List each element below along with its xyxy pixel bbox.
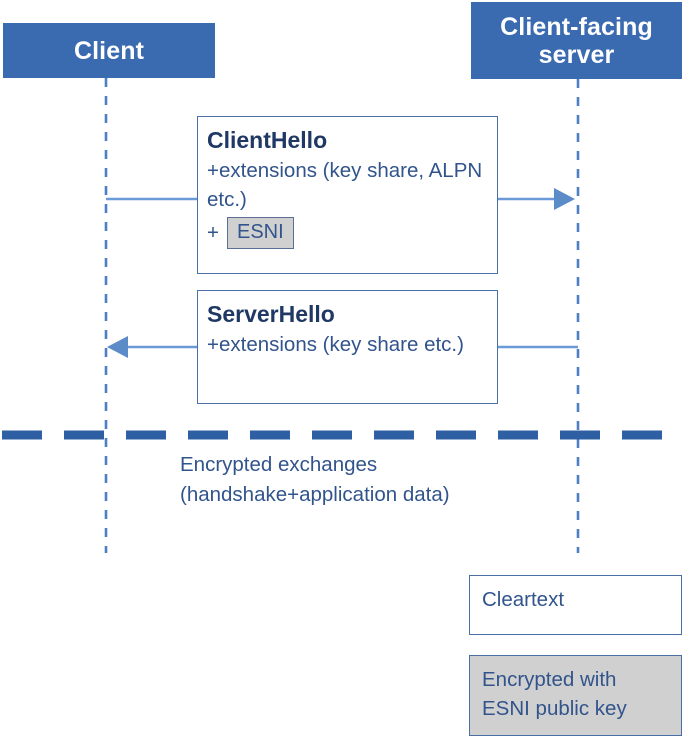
- actor-client[interactable]: Client: [3, 23, 215, 78]
- esni-badge[interactable]: ESNI: [226, 217, 294, 250]
- message-box-serverhello[interactable]: ServerHello +extensions (key share etc.): [197, 290, 498, 404]
- legend-item-cleartext: Cleartext: [469, 575, 682, 635]
- encrypted-exchanges-caption: Encrypted exchanges (handshake+applicati…: [180, 450, 540, 509]
- esni-plus-sign: +: [207, 221, 219, 245]
- encrypted-caption-line-1: Encrypted exchanges: [180, 453, 378, 476]
- clienthello-esni-row: + ESNI: [207, 217, 487, 250]
- serverhello-title: ServerHello: [207, 301, 335, 327]
- arrow-clienthello-head: [554, 188, 575, 210]
- serverhello-body: +extensions (key share etc.): [207, 333, 464, 357]
- clienthello-title: ClientHello: [207, 127, 328, 153]
- actor-client-label: Client: [73, 36, 145, 65]
- message-box-clienthello[interactable]: ClientHello +extensions (key share, ALPN…: [197, 116, 498, 274]
- legend-cleartext-label: Cleartext: [482, 588, 565, 611]
- encrypted-caption-line-2: (handshake+application data): [180, 482, 450, 506]
- clienthello-body: +extensions (key share, ALPN etc.): [207, 159, 483, 212]
- arrow-serverhello-head: [107, 336, 128, 358]
